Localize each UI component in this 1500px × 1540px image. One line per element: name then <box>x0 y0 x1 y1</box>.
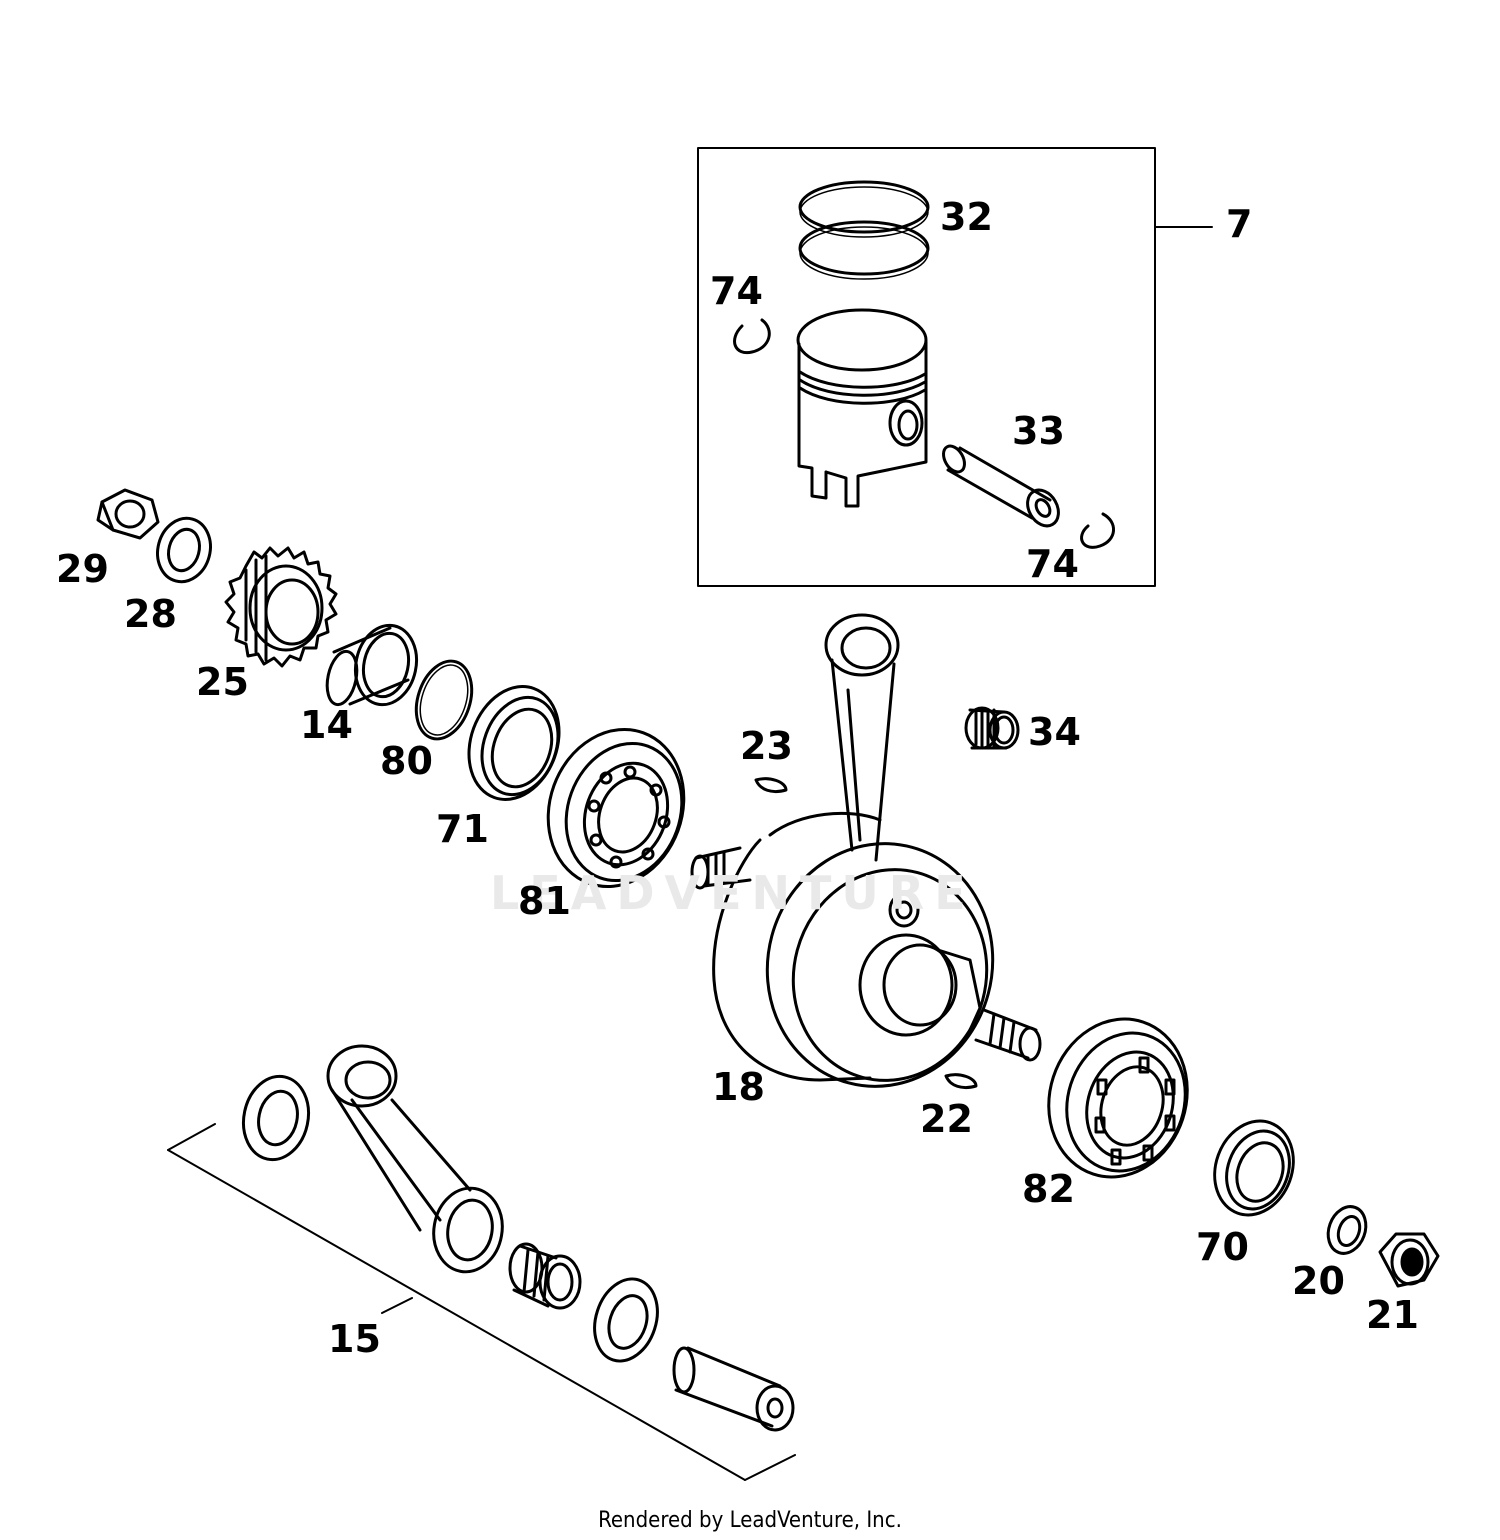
callout-29: 29 <box>56 547 109 591</box>
callout-74-top: 74 <box>710 269 763 313</box>
callout-80: 80 <box>380 739 433 783</box>
circlip-bottom-part <box>1080 512 1115 549</box>
nut-left-part <box>96 488 160 540</box>
shaft-seal-right-part <box>1213 1119 1295 1217</box>
washer-left-part <box>156 516 212 584</box>
nut-right-part <box>1378 1232 1440 1288</box>
piston-kit-box <box>697 147 1213 587</box>
footer-credit: Rendered by LeadVenture, Inc. <box>598 1508 902 1533</box>
watermark-text: LEADVENTURE <box>490 866 976 920</box>
callout-20: 20 <box>1292 1259 1345 1303</box>
callout-15: 15 <box>328 1317 381 1361</box>
callout-33: 33 <box>1012 409 1065 453</box>
shaft-seal-left-part <box>467 685 561 801</box>
callout-7: 7 <box>1226 202 1253 246</box>
callout-14: 14 <box>300 703 353 747</box>
callout-81: 81 <box>518 879 571 923</box>
callout-70: 70 <box>1196 1225 1249 1269</box>
piston-rings-part <box>798 180 930 280</box>
woodruff-key-top-part <box>754 777 788 794</box>
gear-part <box>224 546 338 668</box>
washer-right-part <box>1326 1205 1368 1255</box>
callout-74-bottom: 74 <box>1026 542 1079 586</box>
callout-18: 18 <box>712 1065 765 1109</box>
circlip-top-part <box>733 318 771 355</box>
roller-bearing-right-part <box>1047 1017 1189 1179</box>
woodruff-key-bottom-part <box>944 1073 978 1090</box>
callout-71: 71 <box>436 807 489 851</box>
callout-25: 25 <box>196 660 249 704</box>
callout-34: 34 <box>1028 710 1081 754</box>
piston-part <box>796 308 928 508</box>
callout-82: 82 <box>1022 1167 1075 1211</box>
callout-28: 28 <box>124 592 177 636</box>
o-ring-part <box>414 659 474 741</box>
callout-22: 22 <box>920 1097 973 1141</box>
callout-23: 23 <box>740 724 793 768</box>
callout-32: 32 <box>940 195 993 239</box>
piston-pin-part <box>942 444 1060 528</box>
callout-21: 21 <box>1366 1293 1419 1337</box>
bushing-part <box>325 623 419 707</box>
ball-bearing-left-part <box>546 728 686 888</box>
connecting-rod-kit-part <box>167 1044 796 1481</box>
needle-bearing-small-part <box>964 706 1020 750</box>
crankshaft-assembly-part <box>690 613 1042 1088</box>
